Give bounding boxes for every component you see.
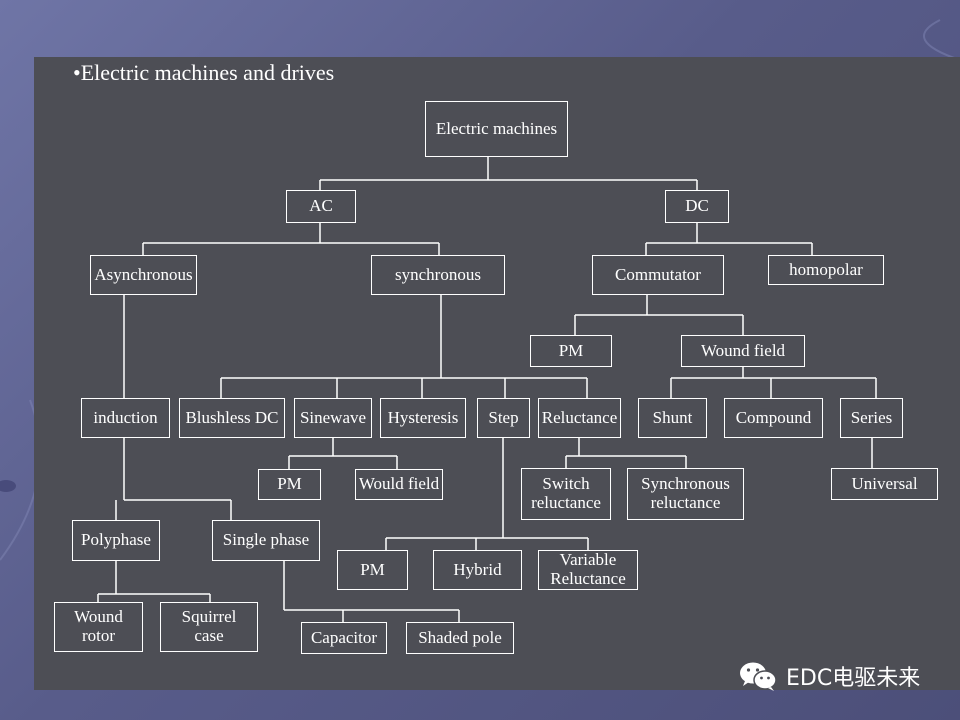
node-squirrel-case: Squirrel case <box>160 602 258 652</box>
node-universal: Universal <box>831 468 938 500</box>
node-shaded-pole: Shaded pole <box>406 622 514 654</box>
node-step: Step <box>477 398 530 438</box>
node-variable-reluctance: Variable Reluctance <box>538 550 638 590</box>
node-hysteresis: Hysteresis <box>380 398 466 438</box>
slide-title: •Electric machines and drives <box>73 60 335 85</box>
node-commutator: Commutator <box>592 255 724 295</box>
node-induction: induction <box>81 398 170 438</box>
node-would-field: Would field <box>355 469 443 500</box>
node-sinewave: Sinewave <box>294 398 372 438</box>
node-homopolar: homopolar <box>768 255 884 285</box>
node-synchronous: synchronous <box>371 255 505 295</box>
node-hybrid: Hybrid <box>433 550 522 590</box>
wechat-icon <box>740 662 777 691</box>
node-electric-machines: Electric machines <box>425 101 568 157</box>
node-capacitor: Capacitor <box>301 622 387 654</box>
node-asynchronous: Asynchronous <box>90 255 197 295</box>
node-compound: Compound <box>724 398 823 438</box>
node-wound-rotor: Wound rotor <box>54 602 143 652</box>
node-pm-sinewave: PM <box>258 469 321 500</box>
node-reluctance: Reluctance <box>538 398 621 438</box>
node-shunt: Shunt <box>638 398 707 438</box>
node-polyphase: Polyphase <box>72 520 160 561</box>
node-single-phase: Single phase <box>212 520 320 561</box>
node-series: Series <box>840 398 903 438</box>
node-wound-field: Wound field <box>681 335 805 367</box>
node-switch-reluctance: Switch reluctance <box>521 468 611 520</box>
node-pm-dc: PM <box>530 335 612 367</box>
watermark: EDC电驱未来 <box>738 658 920 694</box>
node-blushless-dc: Blushless DC <box>179 398 285 438</box>
node-ac: AC <box>286 190 356 223</box>
node-synchronous-reluctance: Synchronous reluctance <box>627 468 744 520</box>
node-dc: DC <box>665 190 729 223</box>
node-pm-step: PM <box>337 550 408 590</box>
watermark-text: EDC电驱未来 <box>786 666 921 691</box>
